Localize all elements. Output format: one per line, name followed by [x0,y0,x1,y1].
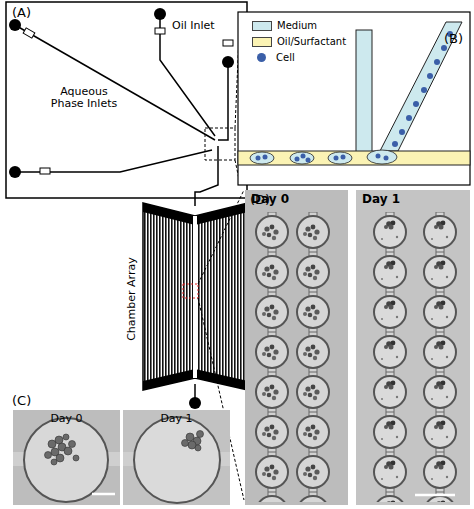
legend-text: Oil/Surfactant [277,36,346,47]
day-label: Day 1 [362,192,400,206]
inlet-label: Aqueous Phase Inlets [46,86,122,110]
legend-row: Medium [252,20,317,31]
legend-row: Oil/Surfactant [252,36,346,47]
day-label: Day 0 [13,412,120,425]
legend-text: Cell [276,52,295,63]
inlet-label: Oil Inlet [172,20,215,32]
micrograph-panel: Day 1 [356,190,470,505]
array-label: Chamber Array [126,249,138,349]
legend-swatch [252,21,272,31]
micrograph-panel: Day 0 [13,410,120,505]
legend-row: Cell [252,52,295,63]
panel-letter: (D) [250,193,270,207]
cell-symbol [257,53,266,62]
day-label: Day 1 [123,412,230,425]
panel-letter: (B) [444,32,463,46]
micrograph-panel: Day 1 [123,410,230,505]
micrograph-panel: Day 0 [245,190,348,505]
legend-swatch [252,37,272,47]
panel-letter: (C) [12,394,31,408]
legend-text: Medium [277,20,317,31]
panel-letter: (A) [12,6,31,20]
